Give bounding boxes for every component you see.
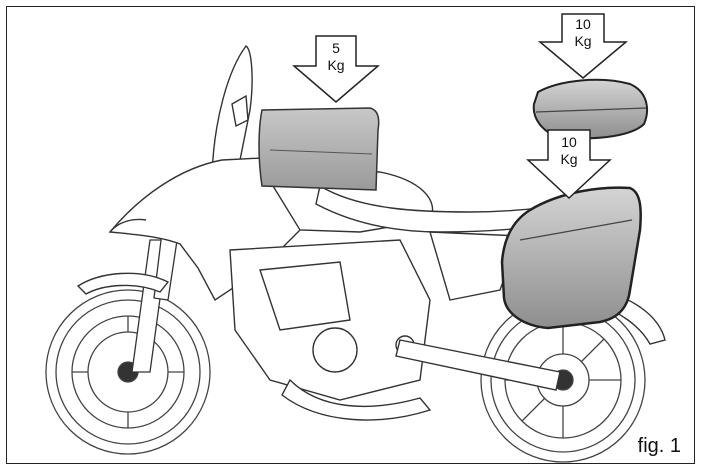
- side-case-load-unit: Kg: [560, 151, 578, 167]
- side-case-load-arrow: [526, 129, 612, 200]
- top-case-load-value: 10: [575, 16, 591, 32]
- tank-bag-load-arrow: [291, 35, 381, 103]
- figure-frame: [6, 6, 695, 464]
- tank-bag-load-value: 5: [332, 40, 340, 56]
- tank-bag-load-label: 5 Kg: [316, 40, 356, 74]
- tank-bag: [258, 107, 380, 191]
- top-case-load-unit: Kg: [574, 33, 592, 49]
- side-case-load-label: 10 Kg: [548, 134, 590, 168]
- top-case: [532, 78, 648, 140]
- figure-caption: fig. 1: [637, 435, 681, 457]
- top-case-load-label: 10 Kg: [562, 16, 604, 50]
- top-case-load-arrow: [537, 13, 629, 79]
- side-case: [500, 186, 642, 330]
- front-wheel: [45, 289, 211, 455]
- side-case-load-value: 10: [561, 134, 577, 150]
- tank-bag-load-unit: Kg: [327, 57, 345, 73]
- motorcycle-body: [76, 45, 666, 421]
